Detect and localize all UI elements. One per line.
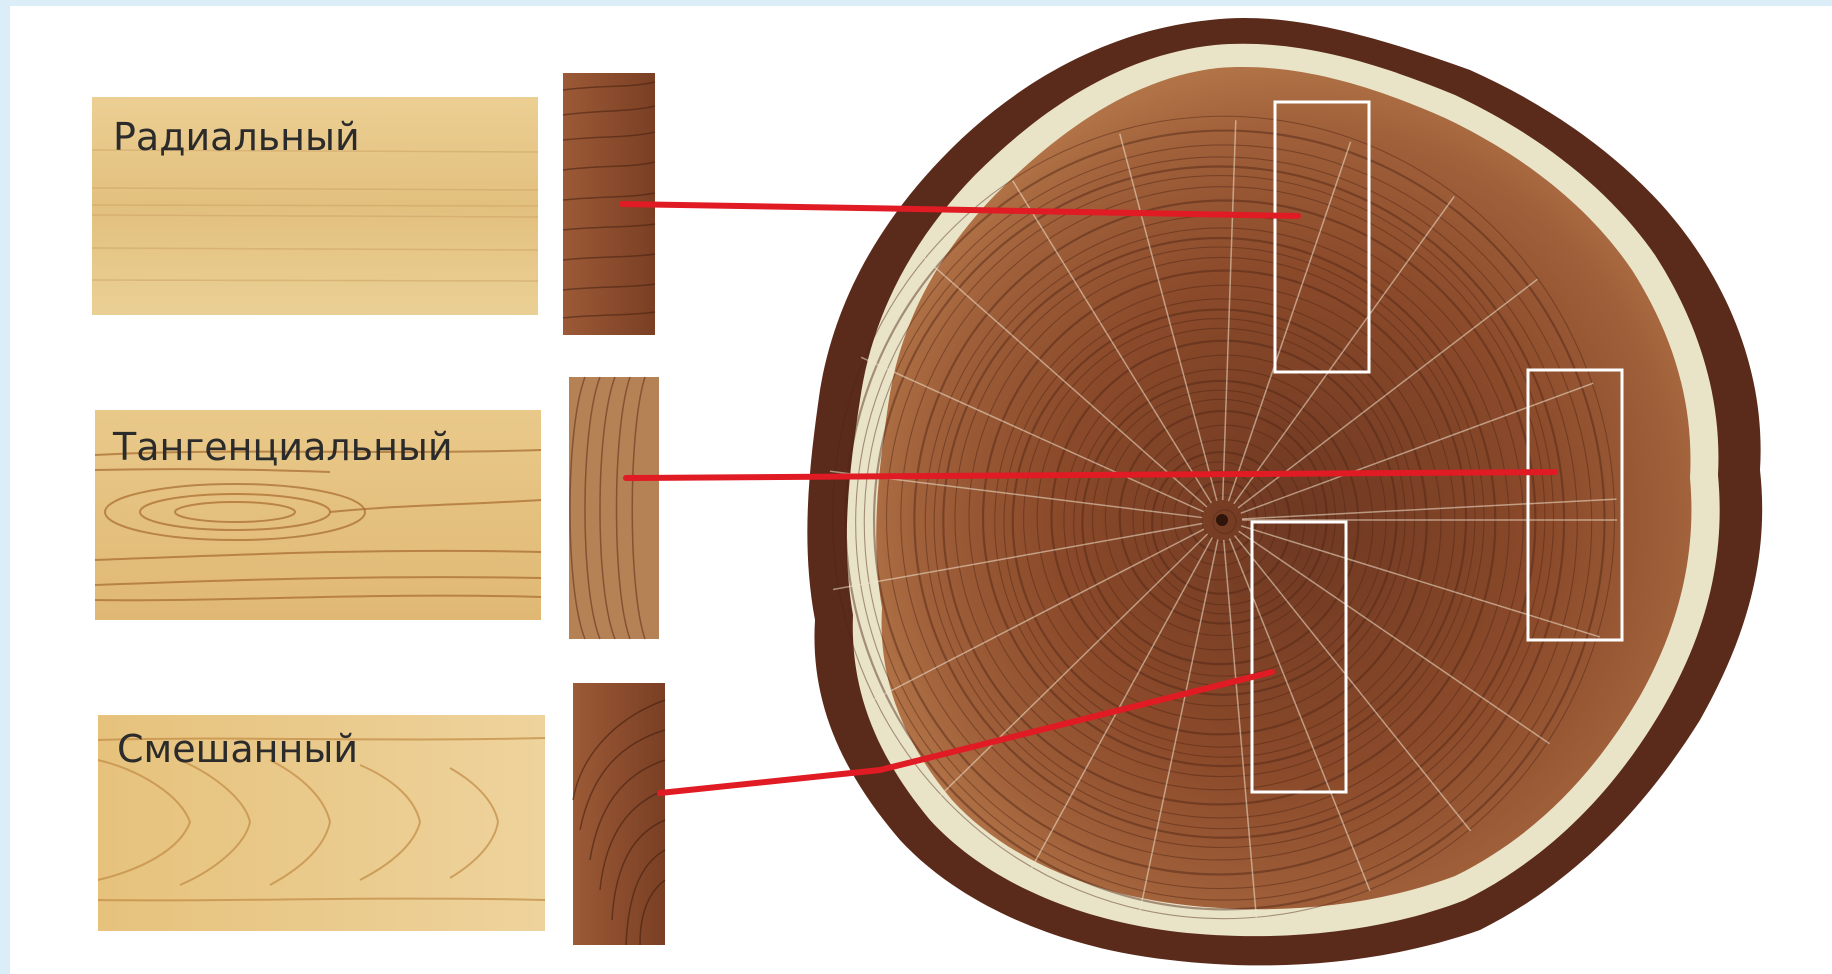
pith [1216, 514, 1228, 526]
tangential-end-grain [569, 377, 659, 639]
mixed-end-grain [573, 683, 665, 945]
tangential-cut-label: Тангенциальный [112, 425, 453, 469]
mixed-cut-label: Смешанный [117, 727, 358, 771]
radial-cut-label: Радиальный [113, 115, 360, 159]
